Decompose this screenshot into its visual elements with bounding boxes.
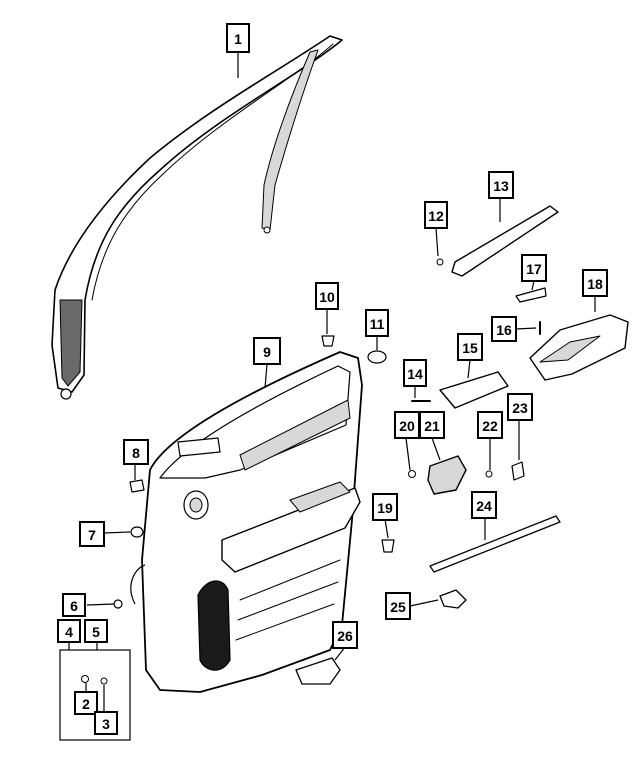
callout-24: 24 [471,491,497,519]
leader-lines [68,52,596,712]
callout-number: 25 [390,599,406,615]
callout-23: 23 [507,393,533,421]
callout-15: 15 [457,333,483,361]
callout-number: 6 [70,598,78,614]
callout-number: 9 [263,344,271,360]
callout-1: 1 [226,23,250,53]
callout-number: 4 [65,624,73,640]
callout-number: 19 [377,500,393,516]
callout-13: 13 [488,171,514,199]
callout-9: 9 [253,337,281,365]
callout-3: 3 [94,711,118,735]
callout-number: 7 [88,527,96,543]
callout-number: 11 [370,316,385,332]
callout-number: 10 [319,289,335,305]
courtesy-lamp [439,589,467,609]
switch-cap [511,461,525,481]
callout-number: 5 [92,624,100,640]
belt-molding [451,205,559,277]
callout-22: 22 [477,411,503,439]
callout-number: 26 [337,628,353,644]
callout-number: 24 [476,498,492,514]
kit-bracket [59,649,131,741]
fastener-parts [81,258,541,685]
callout-number: 3 [102,716,110,732]
trim-cover [515,287,547,303]
callout-10: 10 [315,282,339,310]
callout-2: 2 [74,691,98,715]
callout-number: 22 [482,418,498,434]
callout-21: 21 [419,411,445,439]
callout-number: 15 [462,340,478,356]
callout-number: 2 [82,696,90,712]
callout-6: 6 [62,593,86,617]
callout-17: 17 [521,254,547,282]
callout-number: 20 [399,418,415,434]
callout-19: 19 [372,493,398,521]
door-trim-panel [141,351,363,693]
callout-18: 18 [582,269,608,297]
callout-number: 17 [526,261,542,277]
door-frame-weatherstrip [51,35,343,400]
callout-number: 23 [512,400,528,416]
callout-12: 12 [424,201,448,229]
callout-4: 4 [57,619,81,643]
callout-11: 11 [365,309,389,337]
inside-door-handle [427,455,467,495]
handle-bezel [439,371,509,409]
callout-20: 20 [394,411,420,439]
callout-8: 8 [123,439,149,465]
callout-number: 12 [428,208,444,224]
callout-number: 14 [407,366,423,382]
callout-number: 13 [493,178,509,194]
switch-bracket [295,657,341,685]
callout-number: 21 [424,418,440,434]
lower-molding-strip [429,515,561,573]
callout-number: 8 [132,445,140,461]
callout-14: 14 [403,359,427,387]
callout-16: 16 [491,316,517,342]
callout-25: 25 [385,592,411,620]
callout-number: 1 [234,31,242,47]
callout-5: 5 [84,619,108,643]
callout-26: 26 [332,621,358,649]
callout-7: 7 [79,521,105,547]
callout-number: 18 [587,276,603,292]
callout-number: 16 [496,322,512,338]
